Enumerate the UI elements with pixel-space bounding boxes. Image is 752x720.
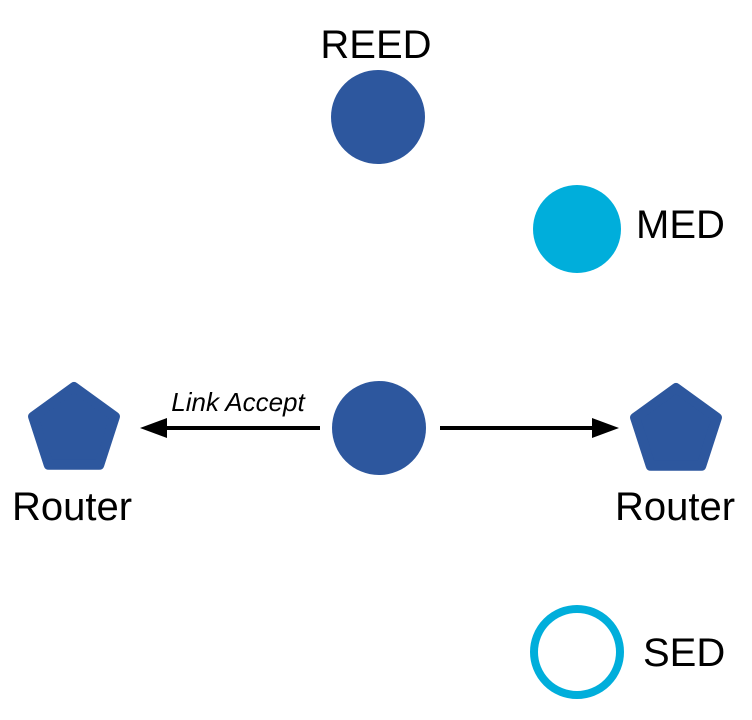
sed-node-circle: [530, 605, 624, 699]
med-node-label: MED: [636, 203, 725, 247]
router-left-pentagon: [28, 382, 120, 470]
sed-node-label: SED: [643, 631, 725, 675]
reed-node-circle: [331, 70, 425, 164]
reed-node-label: REED: [320, 23, 431, 67]
link-accept-edge-label: Link Accept: [171, 387, 306, 417]
parent-node-circle: [332, 381, 426, 475]
med-node-circle: [533, 185, 621, 273]
router-right-pentagon: [630, 383, 722, 471]
right-arrowhead-icon: [592, 418, 619, 438]
router-left-label: Router: [12, 485, 132, 529]
left-arrowhead-icon: [140, 418, 167, 438]
router-right-label: Router: [615, 485, 735, 529]
